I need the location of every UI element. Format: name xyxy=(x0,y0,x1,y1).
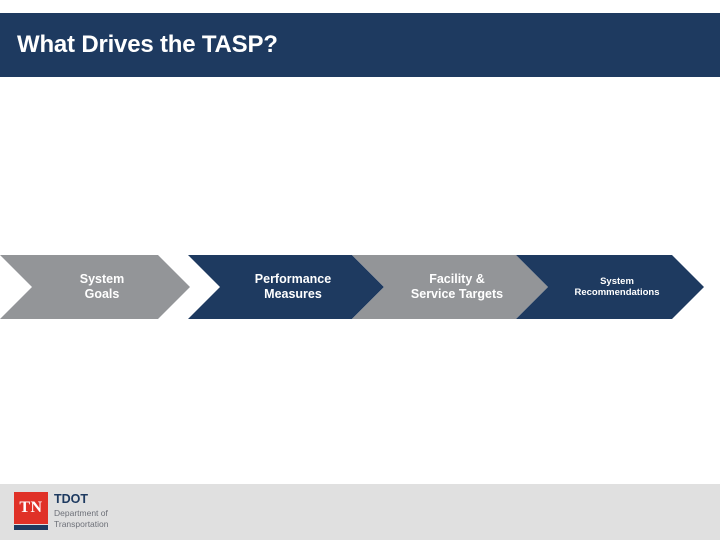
logo-subtitle-line2: Transportation xyxy=(54,519,109,530)
tn-state-mark-icon: TN xyxy=(14,492,48,524)
footer-band xyxy=(0,484,720,540)
slide-title-band: What Drives the TASP? xyxy=(0,13,720,77)
logo-subtitle-line1: Department of xyxy=(54,507,108,518)
process-chevron-row: System Goals Performance Measures Facili… xyxy=(0,255,720,319)
tn-state-mark-label: TN xyxy=(19,499,43,516)
logo-acronym: TDOT xyxy=(54,492,89,506)
tdot-logo: TN TDOT Department of Transportation xyxy=(14,492,174,534)
process-step-label: System Goals xyxy=(79,272,125,301)
logo-underline-rule xyxy=(14,525,48,530)
process-step-label: System Recommendations xyxy=(574,275,660,298)
process-step-label: Facility & Service Targets xyxy=(410,272,504,301)
page-title: What Drives the TASP? xyxy=(17,31,278,58)
process-step-label: Performance Measures xyxy=(254,272,332,301)
process-step-performance-measures[interactable]: Performance Measures xyxy=(188,255,384,319)
process-step-facility-service-targets[interactable]: Facility & Service Targets xyxy=(352,255,548,319)
logo-wordmark: TDOT Department of Transportation xyxy=(54,492,174,530)
process-step-system-goals[interactable]: System Goals xyxy=(0,255,190,319)
